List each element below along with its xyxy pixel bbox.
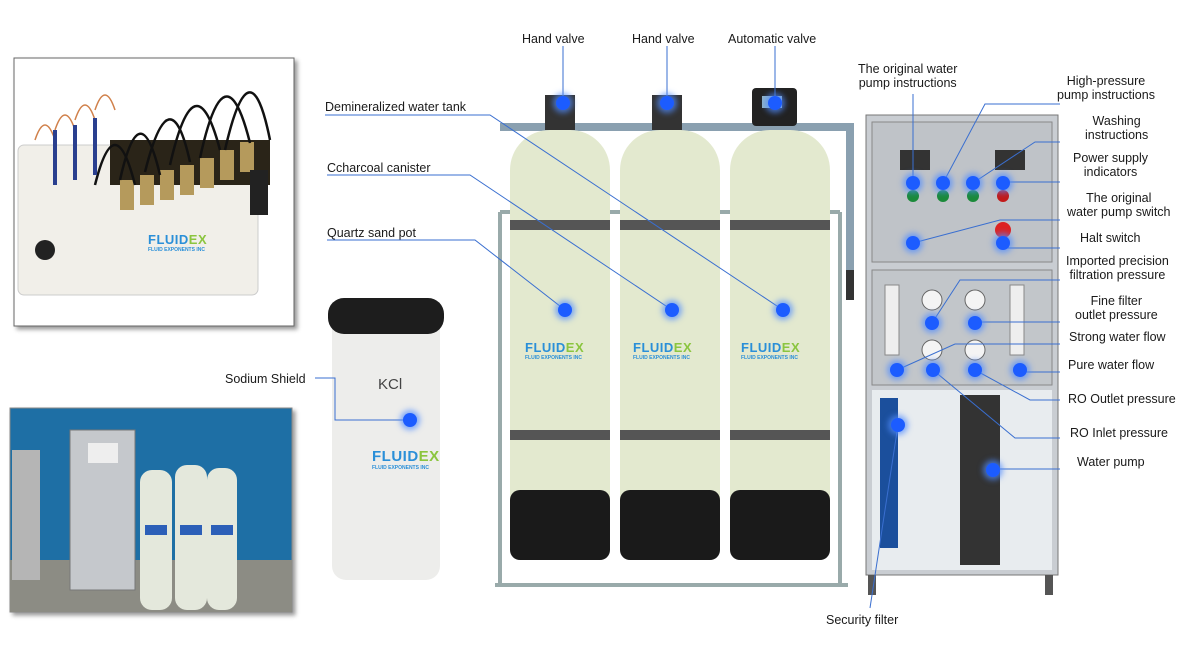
marker-orig-pump-switch [906, 236, 920, 250]
marker-ro-outlet [968, 363, 982, 377]
marker-quartz [558, 303, 572, 317]
label-ro-inlet: RO Inlet pressure [1070, 426, 1168, 440]
label-quartz: Quartz sand pot [327, 226, 416, 240]
marker-demineralized [776, 303, 790, 317]
label-sodium: Sodium Shield [225, 372, 306, 386]
label-automatic-valve: Automatic valve [728, 32, 817, 46]
label-hand-valve-2: Hand valve [632, 32, 695, 46]
marker-automatic-valve [768, 96, 782, 110]
marker-water-pump [986, 463, 1000, 477]
label-security-filter: Security filter [826, 613, 899, 627]
marker-hand-valve-1 [556, 96, 570, 110]
tank-label-kcl: KCl [378, 376, 403, 393]
label-hand-valve-1: Hand valve [522, 32, 585, 46]
label-ro-outlet: RO Outlet pressure [1068, 392, 1176, 406]
marker-imported [925, 316, 939, 330]
marker-power [996, 176, 1010, 190]
leader-lines [315, 46, 1060, 609]
marker-hand-valve-2 [660, 96, 674, 110]
marker-halt [996, 236, 1010, 250]
ionizer-photo [13, 57, 295, 327]
label-water-pump: Water pump [1077, 455, 1145, 469]
marker-sodium [403, 413, 417, 427]
filter-tanks [510, 88, 830, 560]
marker-strong-flow [890, 363, 904, 377]
label-halt: Halt switch [1080, 231, 1141, 245]
label-demineralized-tank: Demineralized water tank [325, 100, 467, 114]
marker-hp-pump-instr [936, 176, 950, 190]
marker-washing [966, 176, 980, 190]
marker-charcoal [665, 303, 679, 317]
label-pure-flow: Pure water flow [1068, 358, 1155, 372]
label-charcoal: Ccharcoal canister [327, 161, 431, 175]
marker-pure-flow [1013, 363, 1027, 377]
label-strong-flow: Strong water flow [1069, 330, 1166, 344]
marker-ro-inlet [926, 363, 940, 377]
marker-fine-filter [968, 316, 982, 330]
marker-orig-pump-instr [906, 176, 920, 190]
marker-security-filter [891, 418, 905, 432]
brine-tank [328, 298, 444, 580]
installation-photo [9, 407, 293, 613]
ro-cabinet [865, 114, 1059, 595]
